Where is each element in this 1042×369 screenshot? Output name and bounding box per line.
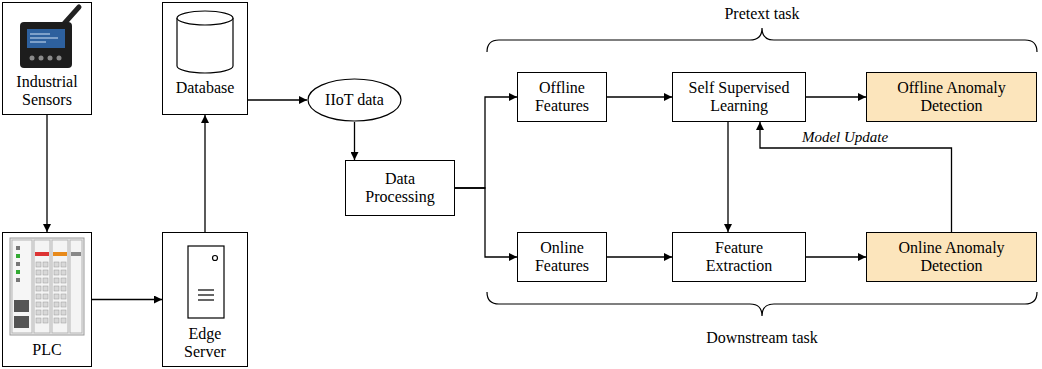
terminal — [36, 278, 41, 283]
terminal — [43, 278, 48, 283]
terminal — [36, 270, 41, 275]
terminal — [36, 262, 41, 267]
node-label: Online Anomaly Detection — [876, 239, 1027, 276]
terminal — [54, 302, 59, 307]
flow-arrow — [46, 115, 47, 232]
status-led — [16, 246, 20, 250]
status-led — [16, 270, 20, 274]
terminal — [54, 262, 59, 267]
terminal — [43, 302, 48, 307]
terminal — [61, 270, 66, 275]
terminal — [61, 294, 66, 299]
terminal — [54, 286, 59, 291]
terminal — [61, 318, 66, 323]
terminal — [36, 318, 41, 323]
plc-box: PLC — [2, 232, 92, 367]
flow-arrow — [354, 122, 355, 160]
edge-label: Model Update — [800, 129, 890, 146]
node-label: Database — [176, 79, 235, 97]
terminal — [61, 262, 66, 267]
terminal — [54, 310, 59, 315]
terminal — [54, 294, 59, 299]
process-box: Offline Features — [517, 72, 607, 122]
terminal — [36, 302, 41, 307]
task-label: Downstream task — [706, 329, 818, 347]
node-label: Offline Features — [527, 79, 597, 116]
terminal — [61, 310, 66, 315]
flow-arrow — [806, 256, 866, 257]
terminal — [61, 286, 66, 291]
node-label: Feature Extraction — [682, 239, 796, 276]
node-label: PLC — [32, 341, 61, 359]
terminal — [43, 286, 48, 291]
flow-arrow — [607, 96, 672, 97]
flow-arrow — [455, 97, 517, 188]
terminal — [54, 270, 59, 275]
flow-arrow — [727, 122, 728, 232]
node-label: Industrial Sensors — [9, 73, 85, 110]
flow-arrow — [204, 115, 205, 232]
terminal — [43, 318, 48, 323]
terminal — [43, 262, 48, 267]
flow-arrow — [806, 96, 866, 97]
process-box: Feature Extraction — [672, 232, 806, 282]
flow-arrow — [455, 188, 517, 257]
node-label: Self Supervised Learning — [682, 79, 796, 116]
plc-icon — [10, 238, 84, 335]
task-label: Pretext task — [724, 5, 799, 23]
server-icon — [188, 246, 224, 318]
result-box: Online Anomaly Detection — [866, 232, 1037, 282]
node-label: Data Processing — [355, 170, 445, 207]
sensor-icon — [20, 7, 79, 68]
flow-arrow — [607, 256, 672, 257]
sensor-box: Industrial Sensors — [2, 2, 92, 115]
process-box: Data Processing — [345, 160, 455, 216]
terminal — [61, 278, 66, 283]
node-label: Online Features — [527, 239, 597, 276]
terminal — [43, 294, 48, 299]
node-label: IIoT data — [325, 91, 384, 109]
node-label: Edge Server — [169, 325, 241, 362]
downstream-brace — [487, 292, 1037, 316]
terminal — [54, 318, 59, 323]
process-box: Self Supervised Learning — [672, 72, 806, 122]
node-label: Offline Anomaly Detection — [876, 79, 1027, 116]
database-box: Database — [162, 2, 248, 115]
process-box: Online Features — [517, 232, 607, 282]
terminal — [61, 302, 66, 307]
status-led — [16, 278, 20, 282]
server-box: Edge Server — [162, 232, 248, 367]
terminal — [43, 310, 48, 315]
pretext-brace — [487, 28, 1037, 52]
terminal — [43, 270, 48, 275]
terminal — [36, 310, 41, 315]
data-ellipse: IIoT data — [307, 78, 402, 122]
status-led — [16, 254, 20, 258]
status-led — [16, 262, 20, 266]
ellipse-shape — [308, 79, 401, 121]
terminal — [36, 286, 41, 291]
terminal — [36, 294, 41, 299]
flow-arrow — [248, 99, 307, 100]
flow-arrow — [92, 299, 162, 300]
flow-arrow — [760, 122, 952, 232]
database-icon — [177, 11, 233, 73]
terminal — [54, 278, 59, 283]
result-box: Offline Anomaly Detection — [866, 72, 1037, 122]
